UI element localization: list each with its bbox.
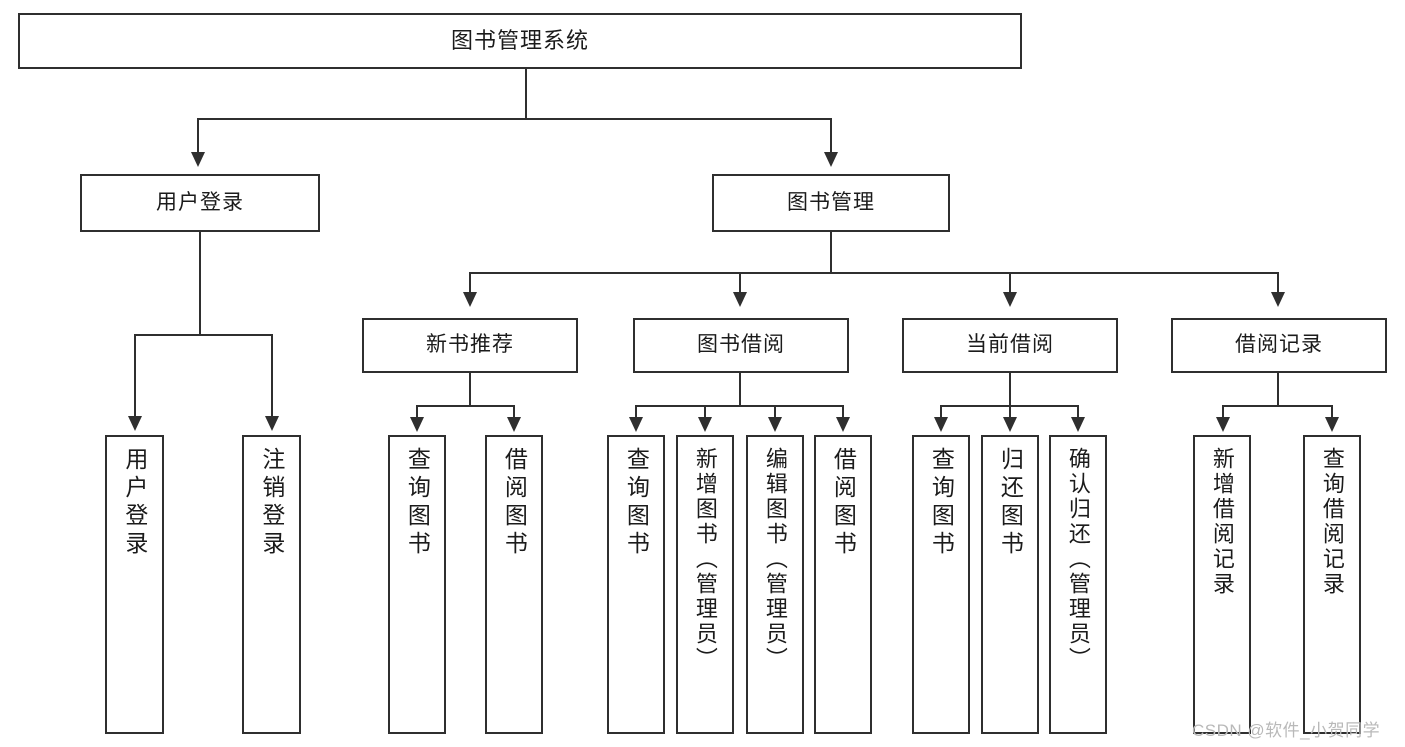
node-label: 新增借阅记录 [1209, 447, 1235, 597]
connector-new-book-bus [416, 405, 515, 407]
connector-borrow-record-to-leaf-1 [1331, 405, 1333, 419]
node-label: 图书借阅 [697, 333, 785, 357]
node-label: 当前借阅 [966, 333, 1054, 357]
node-new-book-recommend[interactable]: 新书推荐 [362, 318, 578, 373]
connector-current-borrow-to-leaf-1 [1009, 405, 1011, 419]
leaf-book-borrow-3[interactable]: 借阅图书 [814, 435, 872, 734]
arrow-book-borrow-to-leaf-0 [629, 417, 643, 432]
leaf-borrow-record-0[interactable]: 新增借阅记录 [1193, 435, 1251, 734]
arrow-book-borrow-to-leaf-1 [698, 417, 712, 432]
connector-root-to-book-mgmt [830, 118, 832, 154]
connector-user-login-stem [199, 232, 201, 336]
connector-book-borrow-bus [635, 405, 843, 407]
connector-book-borrow-to-leaf-2 [774, 405, 776, 419]
connector-book-borrow-stem [739, 373, 741, 407]
node-label: 查询借阅记录 [1319, 447, 1345, 597]
connector-book-borrow-to-leaf-1 [704, 405, 706, 419]
leaf-user-login-1[interactable]: 注销登录 [242, 435, 301, 734]
connector-root-to-user-login [197, 118, 199, 154]
node-label: 查询图书 [928, 447, 955, 559]
arrow-book-mgmt-to-l3-1 [733, 292, 747, 307]
arrow-book-mgmt-to-l3-2 [1003, 292, 1017, 307]
leaf-user-login-0[interactable]: 用户登录 [105, 435, 164, 734]
connector-book-mgmt-to-l3-3 [1277, 272, 1279, 294]
arrow-borrow-record-to-leaf-1 [1325, 417, 1339, 432]
arrow-root-to-book-mgmt [824, 152, 838, 167]
arrow-user-login-to-leaf-1 [265, 416, 279, 431]
node-book-management[interactable]: 图书管理 [712, 174, 950, 232]
connector-new-book-to-leaf-0 [416, 405, 418, 419]
arrow-user-login-to-leaf-0 [128, 416, 142, 431]
connector-borrow-record-bus [1222, 405, 1333, 407]
leaf-current-borrow-2[interactable]: 确认归还（管理员） [1049, 435, 1107, 734]
node-label: 查询图书 [623, 447, 650, 559]
connector-book-mgmt-stem [830, 232, 832, 274]
node-label: 图书管理 [787, 190, 875, 214]
arrow-new-book-to-leaf-0 [410, 417, 424, 432]
connector-new-book-stem [469, 373, 471, 407]
node-label: 借阅图书 [830, 447, 857, 559]
node-label: 借阅图书 [501, 447, 528, 559]
node-label: 查询图书 [404, 447, 431, 559]
connector-borrow-record-to-leaf-0 [1222, 405, 1224, 419]
leaf-borrow-record-1[interactable]: 查询借阅记录 [1303, 435, 1361, 734]
node-label: 借阅记录 [1235, 333, 1323, 357]
leaf-current-borrow-1[interactable]: 归还图书 [981, 435, 1039, 734]
connector-user-login-to-leaf-1 [271, 334, 273, 418]
leaf-new-book-recommend-1[interactable]: 借阅图书 [485, 435, 543, 734]
connector-book-mgmt-to-l3-1 [739, 272, 741, 294]
arrow-current-borrow-to-leaf-1 [1003, 417, 1017, 432]
node-user-login[interactable]: 用户登录 [80, 174, 320, 232]
leaf-book-borrow-1[interactable]: 新增图书（管理员） [676, 435, 734, 734]
arrow-current-borrow-to-leaf-2 [1071, 417, 1085, 432]
connector-user-login-to-leaf-0 [134, 334, 136, 418]
connector-current-borrow-stem [1009, 373, 1011, 407]
node-borrow-record[interactable]: 借阅记录 [1171, 318, 1387, 373]
connector-user-login-bus [134, 334, 272, 336]
connector-book-mgmt-to-l3-2 [1009, 272, 1011, 294]
arrow-new-book-to-leaf-1 [507, 417, 521, 432]
arrow-book-mgmt-to-l3-0 [463, 292, 477, 307]
node-label: 归还图书 [997, 447, 1024, 559]
arrow-current-borrow-to-leaf-0 [934, 417, 948, 432]
arrow-book-mgmt-to-l3-3 [1271, 292, 1285, 307]
node-book-borrow[interactable]: 图书借阅 [633, 318, 849, 373]
connector-root-bus [197, 118, 832, 120]
leaf-current-borrow-0[interactable]: 查询图书 [912, 435, 970, 734]
connector-book-mgmt-to-l3-0 [469, 272, 471, 294]
node-root-library-system[interactable]: 图书管理系统 [18, 13, 1022, 69]
arrow-book-borrow-to-leaf-3 [836, 417, 850, 432]
node-label: 编辑图书（管理员） [762, 447, 788, 672]
node-current-borrow[interactable]: 当前借阅 [902, 318, 1118, 373]
node-label: 新书推荐 [426, 333, 514, 357]
node-label: 新增图书（管理员） [692, 447, 718, 672]
leaf-new-book-recommend-0[interactable]: 查询图书 [388, 435, 446, 734]
arrow-book-borrow-to-leaf-2 [768, 417, 782, 432]
node-label: 用户登录 [121, 447, 148, 559]
node-label: 确认归还（管理员） [1065, 447, 1091, 672]
leaf-book-borrow-0[interactable]: 查询图书 [607, 435, 665, 734]
connector-borrow-record-stem [1277, 373, 1279, 407]
connector-book-borrow-to-leaf-3 [842, 405, 844, 419]
leaf-book-borrow-2[interactable]: 编辑图书（管理员） [746, 435, 804, 734]
connector-current-borrow-to-leaf-0 [940, 405, 942, 419]
connector-book-borrow-to-leaf-0 [635, 405, 637, 419]
connector-book-mgmt-bus [469, 272, 1279, 274]
arrow-borrow-record-to-leaf-0 [1216, 417, 1230, 432]
node-label: 图书管理系统 [450, 28, 589, 54]
connector-new-book-to-leaf-1 [513, 405, 515, 419]
node-label: 用户登录 [156, 190, 244, 214]
connector-root-stem [525, 69, 527, 118]
arrow-root-to-user-login [191, 152, 205, 167]
connector-current-borrow-to-leaf-2 [1077, 405, 1079, 419]
node-label: 注销登录 [258, 447, 285, 559]
